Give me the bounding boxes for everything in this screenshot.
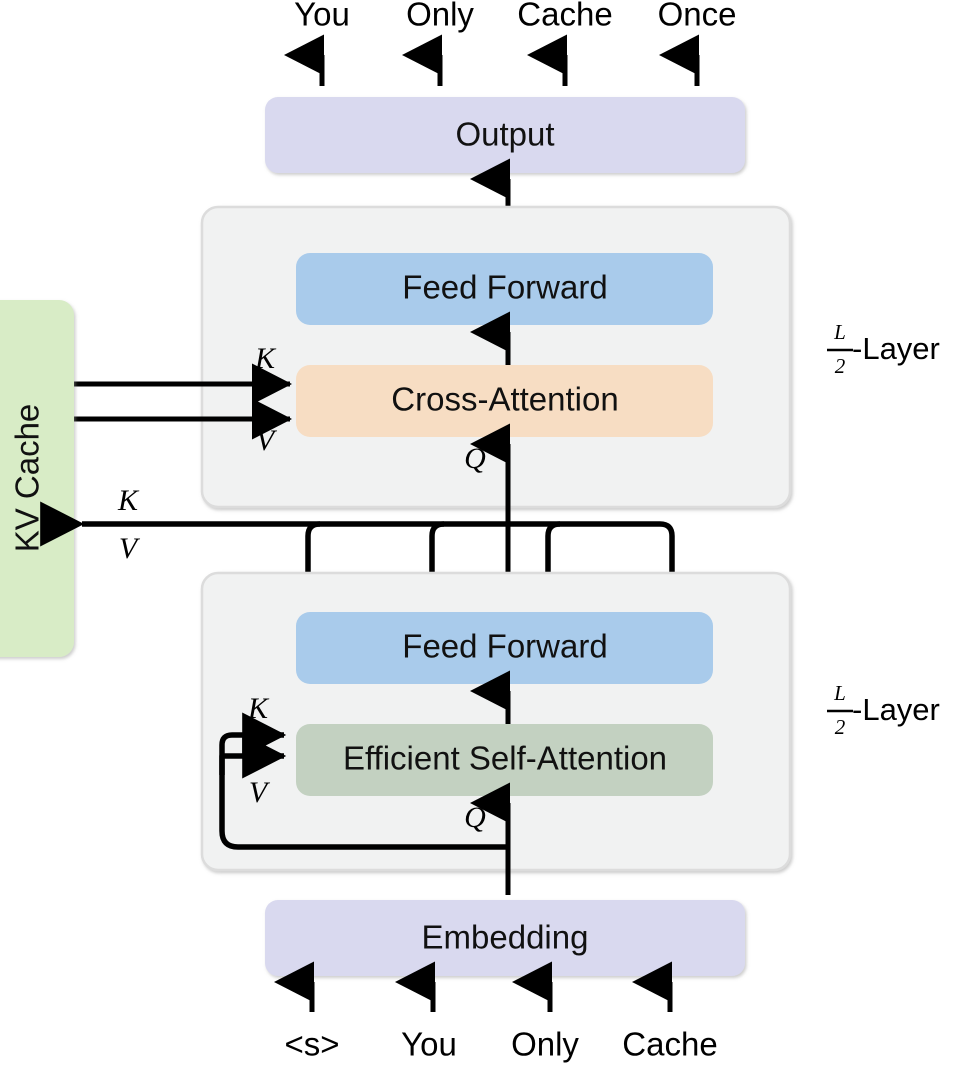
feed-forward-upper-label: Feed Forward — [402, 269, 607, 306]
layer-label-upper-numerator: L — [833, 320, 846, 344]
output-token-2: Cache — [517, 0, 612, 33]
kv-to-cross-attention-arrows: K V — [74, 342, 293, 457]
kv-write-drop-2 — [545, 521, 561, 573]
self-attn-k-label: K — [247, 692, 270, 725]
input-token-0: <s> — [284, 1026, 339, 1063]
efficient-self-attention-block: Efficient Self-Attention — [296, 724, 713, 796]
kv-write-drop-1 — [429, 521, 445, 573]
embedding-block-shape — [265, 900, 745, 976]
cache-write-k-label: K — [117, 484, 140, 517]
layer-label-upper-suffix: -Layer — [852, 331, 940, 366]
self-attn-v-branch — [219, 733, 508, 850]
output-token-0: You — [294, 0, 350, 33]
output-block: Output — [265, 97, 745, 173]
input-token-2: Only — [511, 1026, 579, 1063]
output-token-row: You Only Cache Once — [294, 0, 736, 33]
efficient-self-attention-label: Efficient Self-Attention — [343, 740, 667, 777]
self-attention-qkv-wires: Q K V — [219, 692, 511, 895]
cache-write-v-label: V — [119, 532, 141, 565]
upper-layer-panel — [200, 205, 792, 509]
kv-write-bus-main — [40, 501, 675, 573]
input-arrow-group — [274, 961, 673, 1012]
layer-label-lower-denominator: 2 — [835, 715, 846, 739]
kv-cache-write-bus: K V — [40, 484, 675, 573]
output-block-label: Output — [455, 116, 554, 153]
feed-forward-lower-shape — [296, 612, 713, 684]
self-attn-v-label: V — [249, 776, 271, 809]
cross-attention-block: Cross-Attention — [296, 365, 713, 437]
efficient-self-attention-shape — [296, 724, 713, 796]
cross-attention-label: Cross-Attention — [391, 381, 618, 418]
kv-cache-label: KV Cache — [9, 404, 46, 553]
kv-write-drop-0 — [305, 521, 321, 573]
cross-attn-k-label: K — [254, 342, 277, 375]
embedding-block: Embedding — [265, 900, 745, 976]
cross-attn-q-label: Q — [464, 442, 486, 475]
layer-label-lower: L 2 -Layer — [827, 681, 940, 739]
kv-cache-block: KV Cache — [0, 300, 74, 657]
feed-forward-lower-block: Feed Forward — [296, 612, 713, 684]
cross-attention-shape — [296, 365, 713, 437]
output-arrow-group — [284, 34, 700, 86]
input-token-row: <s> You Only Cache — [284, 1026, 717, 1063]
upper-layer-panel-shape — [200, 205, 792, 509]
feed-forward-upper-block: Feed Forward — [296, 253, 713, 325]
feed-forward-upper-shape — [296, 253, 713, 325]
output-token-3: Once — [658, 0, 737, 33]
cross-attn-v-label: V — [256, 424, 278, 457]
feed-forward-lower-label: Feed Forward — [402, 628, 607, 665]
kv-cache-shape — [0, 300, 74, 657]
self-attn-k-branch — [219, 712, 287, 775]
self-attn-q-label: Q — [464, 801, 486, 834]
output-block-shape — [265, 97, 745, 173]
layer-label-lower-suffix: -Layer — [852, 692, 940, 727]
embedding-block-label: Embedding — [422, 919, 589, 956]
output-token-1: Only — [406, 0, 474, 33]
input-token-1: You — [401, 1026, 457, 1063]
layer-label-lower-numerator: L — [833, 681, 846, 705]
layer-label-upper-denominator: 2 — [835, 354, 846, 378]
layer-label-upper: L 2 -Layer — [827, 320, 940, 378]
input-token-3: Cache — [622, 1026, 717, 1063]
